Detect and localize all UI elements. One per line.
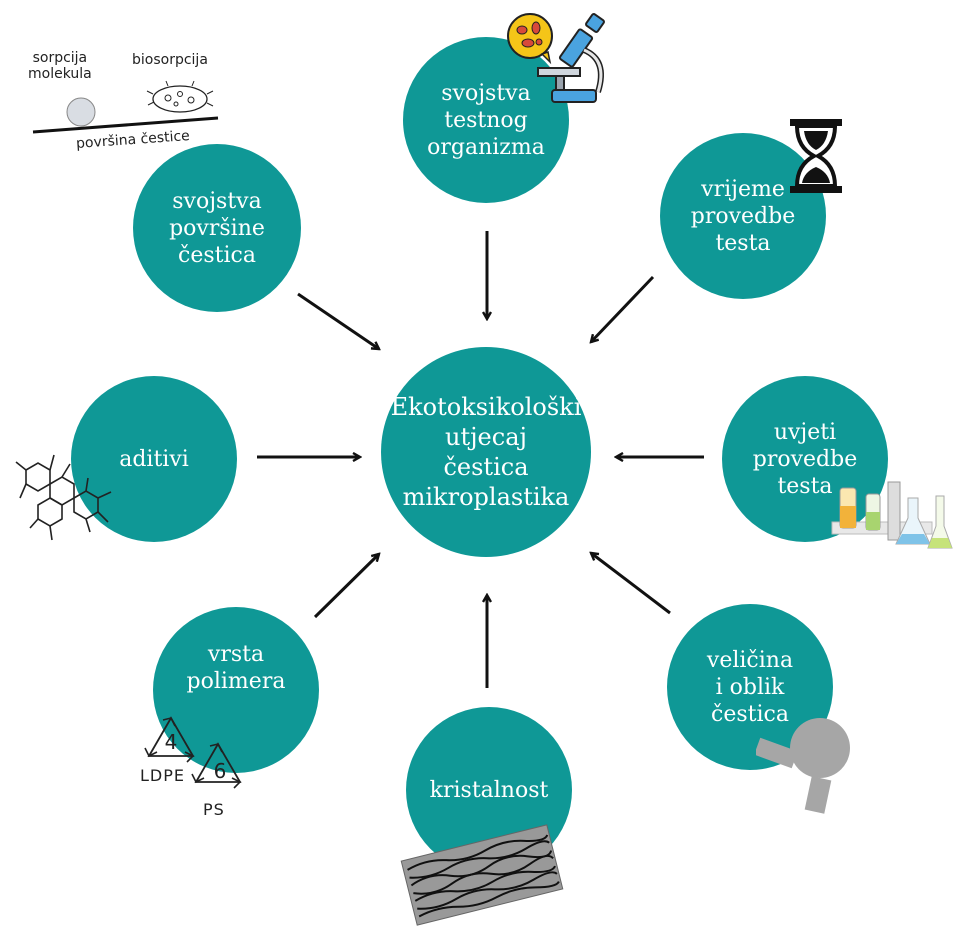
node-label: uvjeti provedbe testa [752, 419, 858, 499]
node-label: svojstva testnog organizma [427, 80, 545, 160]
arrow-polimer [313, 554, 379, 619]
crystal-texture-icon [400, 824, 564, 926]
node-uvjeti: uvjeti provedbe testa [722, 376, 888, 542]
node-velicina: veličina i oblik čestica [667, 604, 833, 770]
magnifier-icon [756, 718, 850, 814]
molecule-icon [15, 454, 112, 541]
recycle-ldpe-icon: 4 [144, 716, 195, 763]
center-node: Ekotoksikološki utjecaj čestica mikropla… [381, 347, 591, 557]
ldpe-code: 4 [165, 730, 178, 754]
arrow-povrsina [297, 292, 379, 349]
node-label: vrijeme provedbe testa [690, 176, 796, 256]
node-label: aditivi [119, 446, 189, 472]
sorpcija-label: sorpcija molekula [28, 50, 92, 82]
recycle-ps-icon: 6 [191, 742, 242, 789]
node-aditivi: aditivi [71, 376, 237, 542]
arrow-velicina [591, 553, 671, 615]
sorption-drawing [32, 80, 219, 134]
microscope-icon [507, 13, 605, 103]
arrow-vrijeme [591, 275, 655, 342]
biosorpcija-label: biosorpcija [132, 52, 208, 68]
ps-label: PS [203, 800, 225, 819]
hourglass-icon [790, 119, 842, 193]
node-label: kristalnost [429, 777, 549, 803]
ldpe-label: LDPE [140, 766, 185, 785]
ps-code: 6 [214, 759, 227, 783]
node-label: veličina i oblik čestica [706, 647, 794, 727]
node-povrsina: svojstva površine čestica [133, 144, 301, 312]
sorption-sketch: sorpcija molekula biosorpcija površina č… [28, 50, 228, 160]
node-polimer: vrsta polimera [153, 607, 319, 773]
node-organizam: svojstva testnog organizma [403, 37, 569, 203]
node-label: svojstva površine čestica [169, 188, 265, 268]
center-label: Ekotoksikološki utjecaj čestica mikropla… [390, 393, 582, 511]
node-label: vrsta polimera [186, 642, 286, 694]
lab-flasks-icon [831, 481, 953, 549]
node-vrijeme: vrijeme provedbe testa [660, 133, 826, 299]
